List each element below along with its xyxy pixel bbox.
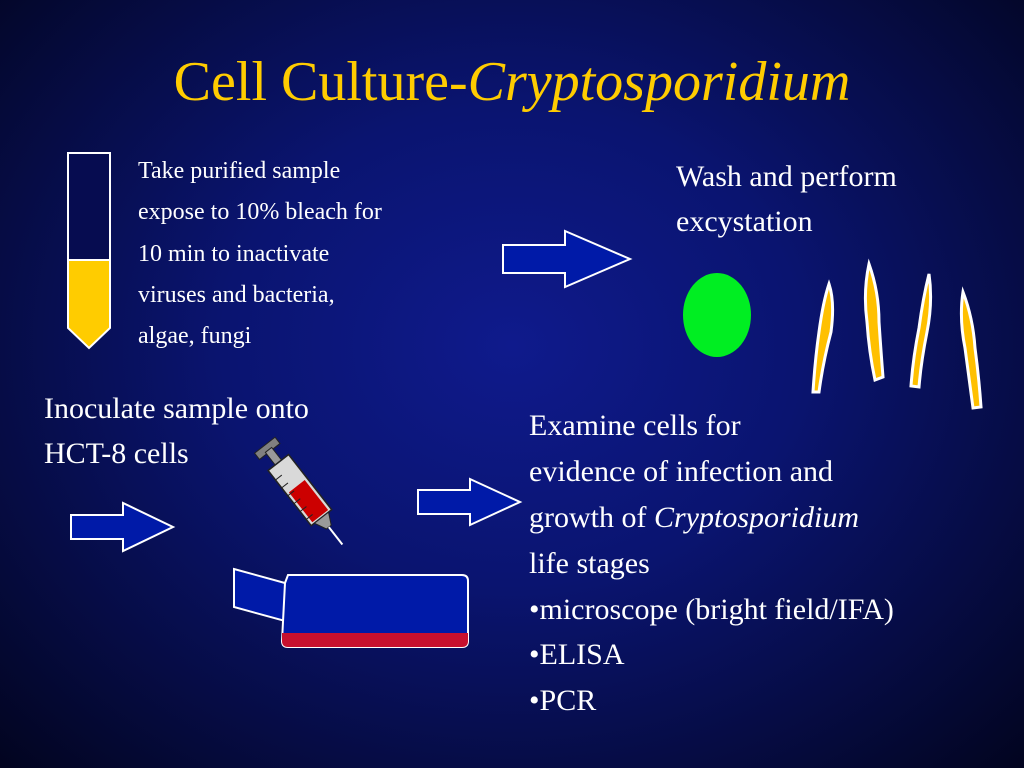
- purify-line-2: expose to 10% bleach for: [138, 199, 382, 226]
- slide-title: Cell Culture-Cryptosporidium: [0, 51, 1024, 114]
- inoculate-line-1: Inoculate sample onto: [44, 392, 309, 425]
- examine-line-1: Examine cells for: [529, 409, 741, 442]
- culture-flask-icon: [233, 567, 469, 648]
- examine-growth-italic: Cryptosporidium: [653, 500, 860, 534]
- wash-line-1: Wash and perform: [676, 160, 897, 193]
- syringe-icon: [253, 436, 344, 546]
- examine-growth-plain: growth of: [529, 500, 654, 534]
- purify-line-5: algae, fungi: [138, 323, 252, 350]
- title-plain: Cell Culture-: [173, 51, 468, 113]
- purify-line-3: 10 min to inactivate: [138, 240, 330, 267]
- purify-step-text: Take purified sample expose to 10% bleac…: [138, 151, 382, 357]
- examine-line-4: life stages: [529, 546, 650, 580]
- test-tube-icon: [67, 152, 111, 350]
- method-item: •ELISA: [529, 638, 625, 672]
- examine-step-text: Examine cells for evidence of infection …: [529, 403, 894, 724]
- purify-line-4: viruses and bacteria,: [138, 281, 335, 308]
- method-item: •PCR: [529, 684, 597, 718]
- method-item: •microscope (bright field/IFA): [529, 592, 894, 626]
- title-italic: Cryptosporidium: [467, 51, 851, 113]
- oocyst-icon: [683, 273, 751, 357]
- right-arrow-icon: [70, 501, 176, 553]
- purify-line-1: Take purified sample: [138, 158, 341, 184]
- inoculate-line-2: HCT-8 cells: [44, 437, 189, 470]
- examine-line-2: evidence of infection and: [529, 454, 834, 488]
- inoculate-step-text: Inoculate sample onto HCT-8 cells: [44, 386, 309, 476]
- wash-step-text: Wash and perform excystation: [676, 154, 897, 244]
- wash-line-2: excystation: [676, 205, 813, 238]
- right-arrow-icon: [502, 229, 633, 289]
- examine-line-3: growth of Cryptosporidium: [529, 495, 894, 541]
- right-arrow-icon: [417, 477, 523, 527]
- sporozoites-icon: [811, 258, 983, 410]
